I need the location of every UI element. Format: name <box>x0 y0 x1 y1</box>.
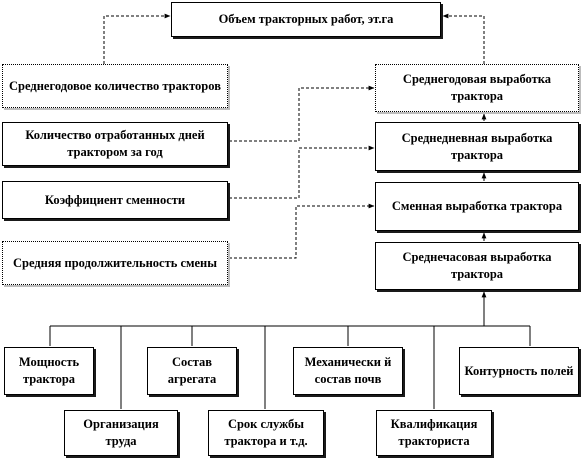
connector-arrow <box>229 203 375 259</box>
shift-duration-box: Средняя продолжительность смены <box>2 241 228 285</box>
factor-driver-qualification: Квалификация тракториста <box>376 410 492 456</box>
annual-tractor-count-box: Среднегодовое количество тракторов <box>2 64 228 108</box>
shift-output-box: Сменная выработка трактора <box>375 182 579 231</box>
days-worked-box: Количество отработанных дней трактором з… <box>2 122 228 166</box>
title-box: Объем тракторных работ, эт.га <box>171 2 441 37</box>
factor-labor-organization: Организация труда <box>64 410 178 456</box>
factor-tractor-power: Мощность трактора <box>4 347 94 395</box>
factor-soil-composition: Механически й состав почв <box>293 347 403 395</box>
hourly-output-box: Среднечасовая выработка трактора <box>375 242 579 290</box>
connector-arrow <box>103 13 171 64</box>
connector-arrow <box>229 85 375 142</box>
factor-unit-composition: Состав агрегата <box>147 347 237 395</box>
shift-coefficient-box: Коэффициент сменности <box>2 181 228 219</box>
connector-arrow <box>229 145 375 199</box>
factor-field-contour: Контурность полей <box>459 347 579 395</box>
connector-arrow <box>442 13 485 64</box>
factor-service-life: Срок службы трактора и т.д. <box>208 410 324 456</box>
annual-output-box: Среднегодовая выработка трактора <box>375 64 579 112</box>
daily-output-box: Среднедневная выработка трактора <box>375 122 579 171</box>
